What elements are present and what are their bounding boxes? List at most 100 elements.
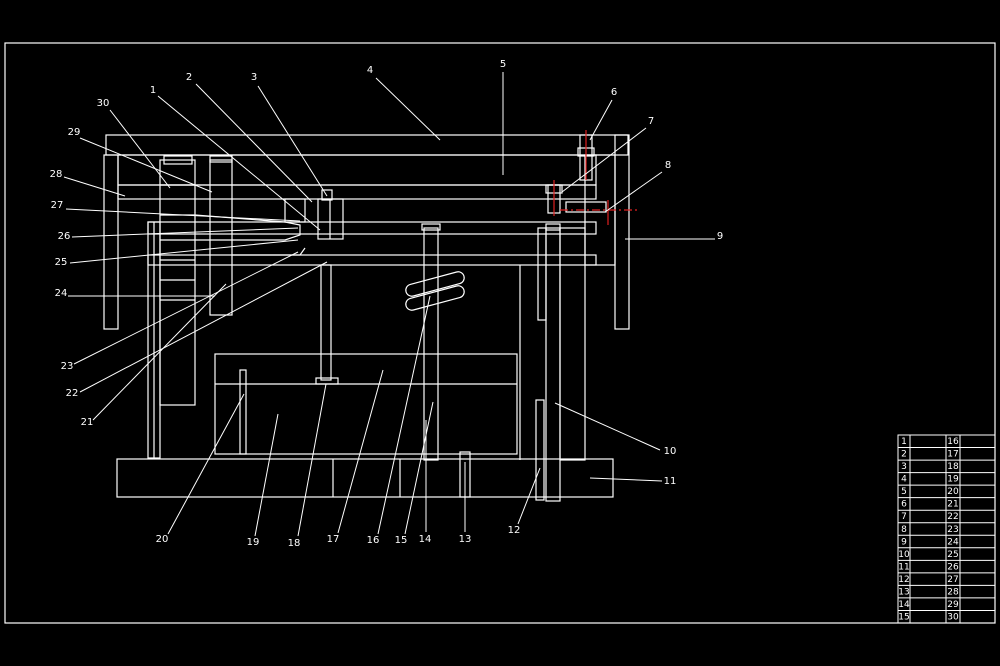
spring-coil bbox=[405, 285, 465, 311]
callout-label: 17 bbox=[327, 534, 340, 545]
right-guide-cap bbox=[545, 223, 561, 231]
central-rod-foot bbox=[315, 377, 339, 385]
right-guide-bush bbox=[537, 227, 547, 321]
callout-label: 20 bbox=[156, 534, 169, 545]
cavity-block bbox=[214, 353, 518, 455]
callout-label: 14 bbox=[419, 534, 432, 545]
callout-label: 23 bbox=[61, 361, 74, 372]
bom-cell: 19 bbox=[947, 475, 959, 485]
stripper-plate bbox=[117, 184, 597, 200]
wedge-block-lower bbox=[232, 247, 306, 256]
bom-cell: 29 bbox=[947, 600, 959, 610]
bom-cell: 20 bbox=[947, 487, 959, 497]
callout-leader bbox=[157, 95, 321, 231]
pillar bbox=[423, 227, 439, 461]
left-guide-leg bbox=[103, 154, 119, 330]
left-slide-cap bbox=[163, 155, 193, 165]
bom-cell: 1 bbox=[901, 437, 907, 447]
callout-leader bbox=[63, 176, 126, 197]
bom-cell: 13 bbox=[898, 587, 909, 597]
callout-leader bbox=[92, 283, 227, 421]
spring-coil bbox=[405, 271, 465, 297]
right-guide-rod bbox=[545, 227, 561, 502]
callout-label: 18 bbox=[288, 538, 301, 549]
left-slide-body bbox=[159, 159, 196, 406]
callout-label: 29 bbox=[68, 127, 81, 138]
core-plate bbox=[147, 221, 597, 235]
callout-label: 3 bbox=[251, 72, 257, 83]
callout-leader bbox=[167, 393, 245, 535]
bom-cell: 30 bbox=[947, 612, 959, 622]
right-small-rod bbox=[535, 399, 545, 501]
callout-label: 8 bbox=[665, 160, 671, 171]
bom-cell: 24 bbox=[947, 537, 959, 547]
bom-cell: 3 bbox=[901, 462, 907, 472]
callout-leader bbox=[517, 467, 541, 525]
callout-label: 21 bbox=[81, 417, 94, 428]
callout-label: 15 bbox=[395, 535, 408, 546]
cavity-pin bbox=[239, 369, 247, 455]
callout-label: 12 bbox=[508, 525, 521, 536]
callout-leader bbox=[554, 402, 661, 451]
callout-leader bbox=[377, 295, 431, 535]
callout-leader bbox=[69, 239, 299, 264]
left-pin bbox=[209, 159, 233, 316]
callout-label: 22 bbox=[66, 388, 79, 399]
bom-cell: 8 bbox=[901, 525, 907, 535]
callout-label: 13 bbox=[459, 534, 472, 545]
bom-cell: 11 bbox=[898, 562, 909, 572]
callout-leader bbox=[337, 369, 384, 534]
callout-label: 9 bbox=[717, 231, 723, 242]
bom-cell: 23 bbox=[947, 525, 958, 535]
callout-label: 11 bbox=[664, 476, 677, 487]
callout-label: 30 bbox=[97, 98, 110, 109]
callout-label: 6 bbox=[611, 87, 617, 98]
callout-label: 25 bbox=[55, 257, 68, 268]
bom-cell: 25 bbox=[947, 550, 958, 560]
callout-leader bbox=[254, 413, 279, 537]
wedge-block bbox=[194, 214, 301, 241]
bom-cell: 26 bbox=[947, 562, 959, 572]
bom-cell: 12 bbox=[898, 575, 909, 585]
callout-leader bbox=[589, 99, 613, 141]
bom-cell: 27 bbox=[947, 575, 958, 585]
callout-leader bbox=[375, 77, 441, 141]
callout-label: 24 bbox=[55, 288, 68, 299]
callout-leader bbox=[604, 171, 663, 213]
bom-cell: 17 bbox=[947, 450, 958, 460]
callout-label: 1 bbox=[150, 85, 156, 96]
bom-cell: 16 bbox=[947, 437, 959, 447]
bom-cell: 28 bbox=[947, 587, 959, 597]
callout-leader bbox=[65, 208, 301, 222]
callout-label: 27 bbox=[51, 200, 64, 211]
callout-leader bbox=[71, 227, 299, 238]
left-pin-cap bbox=[209, 155, 233, 163]
callout-label: 5 bbox=[500, 59, 506, 70]
callout-leader bbox=[195, 83, 313, 203]
callout-leader bbox=[257, 85, 328, 197]
bom-cell: 21 bbox=[947, 500, 958, 510]
callout-leader bbox=[589, 477, 663, 482]
bom-cell: 14 bbox=[898, 600, 910, 610]
sprue-bush bbox=[321, 189, 333, 201]
bom-cell: 9 bbox=[901, 537, 907, 547]
bom-cell: 7 bbox=[901, 512, 907, 522]
bom-cell: 2 bbox=[901, 450, 907, 460]
bom-cell: 22 bbox=[947, 512, 958, 522]
callout-leader bbox=[73, 251, 299, 365]
callout-label: 7 bbox=[648, 116, 654, 127]
callout-label: 28 bbox=[50, 169, 63, 180]
bom-cell: 6 bbox=[901, 500, 907, 510]
callout-leaders bbox=[63, 72, 715, 537]
central-rod bbox=[320, 264, 332, 381]
bom-cell: 18 bbox=[947, 462, 959, 472]
callout-leader bbox=[561, 127, 647, 193]
bom-cell: 15 bbox=[898, 612, 909, 622]
bom-cell: 4 bbox=[901, 475, 907, 485]
pillar-cap bbox=[421, 223, 441, 231]
right-support bbox=[559, 227, 586, 461]
callout-label: 16 bbox=[367, 535, 380, 546]
